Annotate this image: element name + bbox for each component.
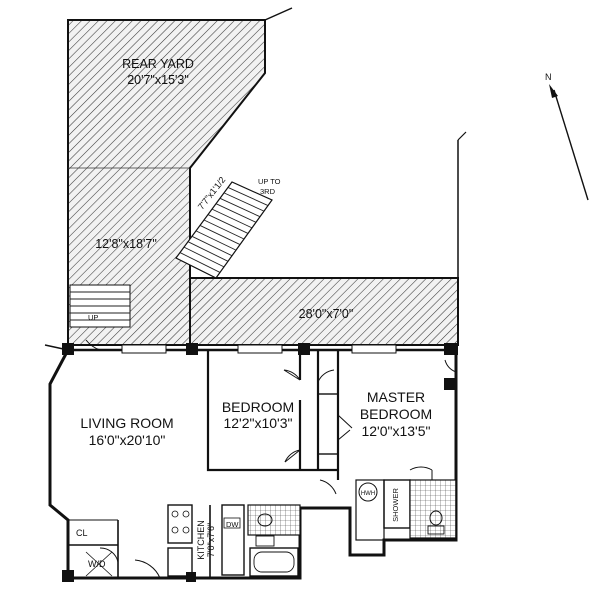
bedroom-dims: 12'2"x10'3" [223,415,292,431]
stair-tread [227,187,269,206]
building-edge-line [457,131,467,141]
shower-label: SHOWER [391,488,400,522]
closet-label: CL [76,528,88,538]
yard-steps [69,284,131,328]
exterior-stair [175,181,273,279]
stair-tread [219,197,261,218]
terrace-dims: 28'0"x7'0" [299,307,354,321]
kitchen-title: KITCHEN [196,520,206,560]
bedroom-title: BEDROOM [222,399,294,415]
master-bedroom-dims: 12'0"x13'5" [361,423,430,439]
rear-yard-dims: 20'7"x15'3" [127,73,189,87]
stair-tread [191,235,233,257]
stair-tread [195,230,237,251]
washer-dryer-label: W/D [88,559,106,569]
stair-tread [183,246,225,268]
water-heater-label: HWH [361,491,375,497]
north-arrow: N [545,72,589,201]
stair-tread [211,208,253,229]
kitchen-area [167,504,245,578]
up-label: UP [88,313,98,322]
door-swings [85,339,457,579]
stair-tread [179,252,221,273]
dishwasher-label: DW [226,520,239,529]
master-bath [355,479,457,541]
apartment-walls [44,344,458,580]
stair-tread [223,192,265,212]
stair-tread [207,214,249,234]
bathroom-one [247,504,301,577]
stair-tread [203,219,245,240]
yard-left-dims: 12'8"x18'7" [95,237,157,251]
rear-yard-title: REAR YARD [122,57,194,71]
living-room-dims: 16'0"x20'10" [89,432,166,448]
up-to-3rd-label-line2: 3RD [260,187,276,196]
stair-tread [215,203,257,223]
up-to-3rd-label-line1: UP TO [258,177,281,186]
kitchen-dims: 7'0"x7'6" [206,523,216,557]
windows [121,344,397,354]
master-bedroom-title-line2: BEDROOM [360,406,432,422]
closet-area [68,519,119,578]
master-bedroom-title-line1: MASTER [367,389,425,405]
north-label: N [545,72,552,82]
stair-tread [199,225,241,245]
stair-tread [187,241,229,262]
living-room-title: LIVING ROOM [80,415,173,431]
